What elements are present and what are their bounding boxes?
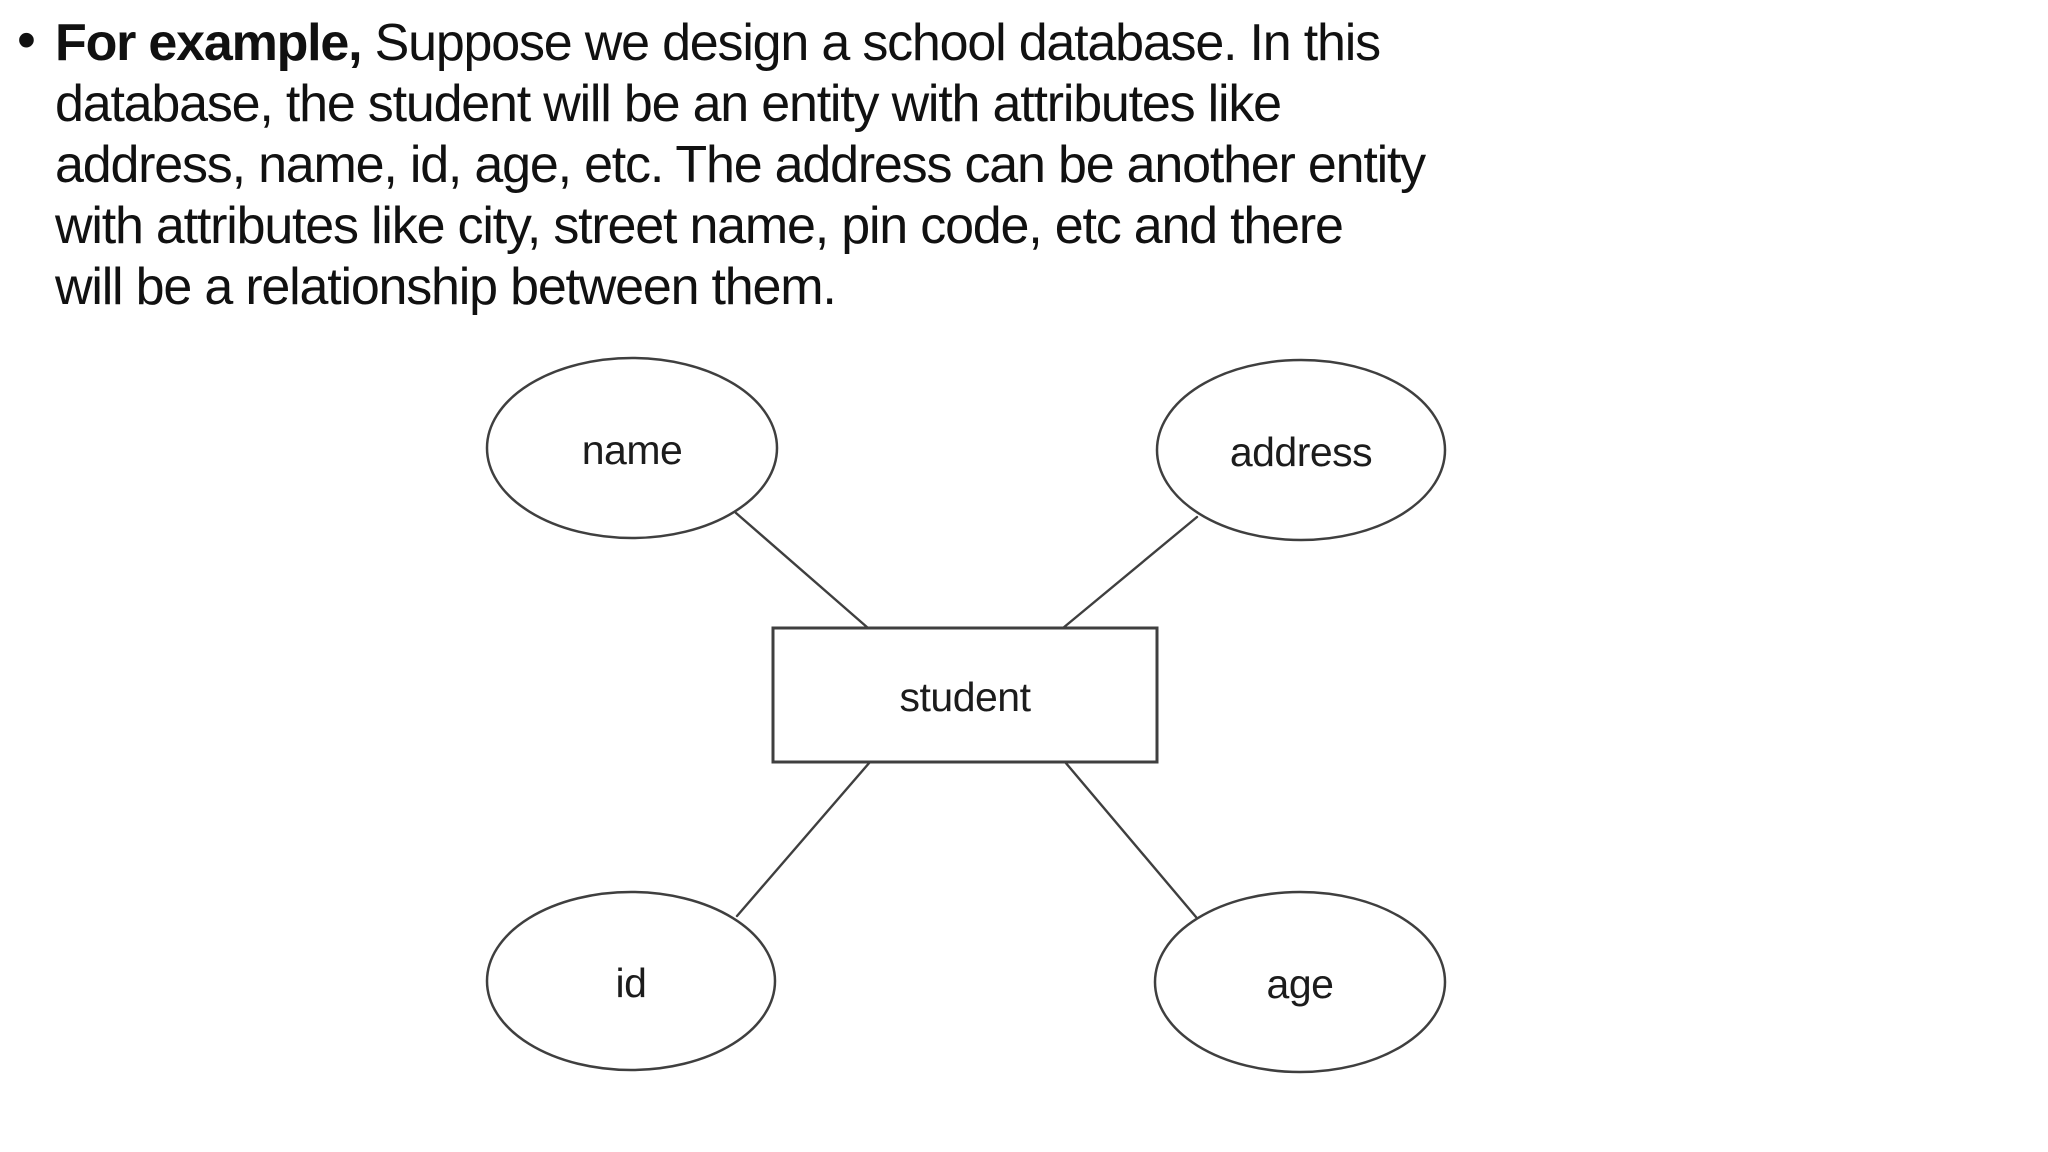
attribute-label-address: address [1230, 429, 1372, 475]
connector-name-student [734, 511, 870, 630]
attribute-label-name: name [582, 427, 683, 473]
connector-id-student [735, 760, 872, 918]
paragraph-line-1-rest: Suppose we design a school database. In … [361, 14, 1381, 72]
attribute-label-age: age [1267, 961, 1334, 1007]
paragraph-line-3: address, name, id, age, etc. The address… [55, 136, 1426, 194]
attribute-ellipse-address [1155, 358, 1447, 542]
paragraph-line-2: database, the student will be an entity … [55, 75, 1282, 133]
bullet-marker: • [17, 10, 36, 70]
attribute-ellipse-name [485, 356, 779, 540]
paragraph-line-1: For example, Suppose we design a school … [55, 13, 1675, 74]
attribute-ellipse-id [485, 890, 777, 1072]
bold-lead-text: For example, [55, 14, 363, 72]
paragraph-line-4: with attributes like city, street name, … [55, 197, 1344, 255]
bullet-paragraph: • For example, Suppose we design a schoo… [17, 10, 1675, 318]
entity-rect-student [771, 626, 1159, 764]
attribute-ellipse-age [1153, 890, 1447, 1074]
attribute-label-id: id [616, 960, 647, 1006]
connector-address-student [1061, 515, 1199, 630]
connector-age-student [1063, 760, 1198, 919]
entity-label-student: student [900, 674, 1032, 720]
paragraph-line-5: will be a relationship between them. [55, 258, 837, 316]
